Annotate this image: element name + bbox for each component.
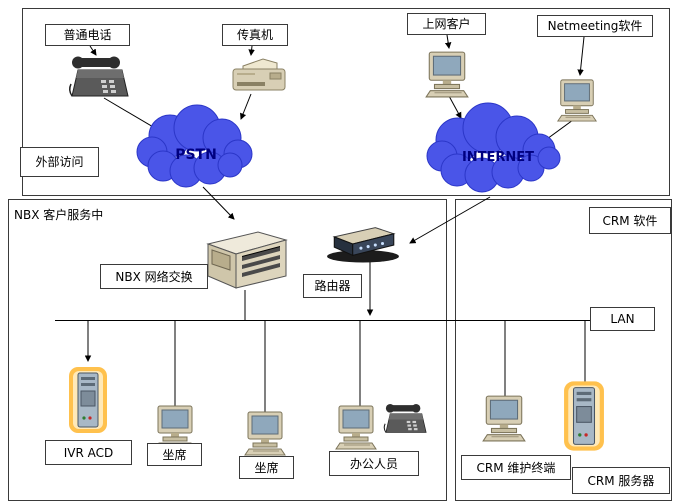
phone-label: 普通电话: [45, 24, 130, 46]
phone-label-arrow: [89, 45, 97, 56]
crm-terminal-label: CRM 维护终端: [461, 455, 571, 480]
crm-section-title: CRM 软件: [589, 207, 671, 234]
office-computer-icon: [331, 404, 381, 450]
internet-cloud-label: INTERNET: [462, 150, 534, 165]
fax-to-pstn-arrow: [240, 93, 252, 120]
pstn-cloud-label: PSTN: [175, 147, 217, 163]
nbx-switch-icon: [196, 226, 292, 292]
router-label: 路由器: [303, 274, 362, 298]
external-access-label: 外部访问: [20, 147, 99, 177]
office-staff-label: 办公人员: [329, 451, 419, 476]
phone-to-pstn-arrow: [103, 97, 161, 132]
web-to-internet-arrow: [448, 95, 462, 119]
nbx-switch-label: NBX 网络交换: [100, 264, 208, 289]
fax-label: 传真机: [222, 24, 288, 46]
desk-phone-icon: [66, 52, 134, 100]
web-label-arrow: [444, 34, 452, 49]
lan-label: LAN: [590, 307, 655, 331]
web-customer-label: 上网客户: [407, 13, 486, 35]
netmeeting-label: Netmeeting软件: [537, 15, 653, 37]
nbx-service-center-section: [8, 199, 447, 501]
nbx-section-title: NBX 客户服务中: [14, 208, 104, 222]
crm-server-label: CRM 服务器: [572, 467, 670, 494]
pstn-to-switch-arrow: [202, 186, 235, 220]
fax-label-arrow: [248, 45, 255, 56]
router-icon: [324, 222, 402, 264]
netmeeting-label-arrow: [577, 36, 585, 76]
office-phone-icon: [383, 400, 429, 436]
web-customer-computer-icon: [420, 50, 474, 98]
seat1-label: 坐席: [147, 443, 202, 466]
pstn-cloud: [136, 104, 253, 188]
crm-section: [455, 199, 672, 501]
ivr-tower-server-icon: [68, 366, 108, 434]
internet-to-router-arrow: [409, 196, 491, 244]
crm-terminal-computer-icon: [477, 394, 531, 442]
seat2-computer-icon: [240, 410, 290, 456]
fax-machine-icon: [226, 56, 292, 96]
seat2-label: 坐席: [239, 456, 294, 479]
ivr-acd-label: IVR ACD: [45, 440, 132, 465]
internet-cloud: [426, 102, 561, 193]
netmeeting-computer-icon: [550, 78, 604, 122]
external-access-section: [22, 8, 670, 196]
crm-server-tower-icon: [563, 380, 605, 452]
